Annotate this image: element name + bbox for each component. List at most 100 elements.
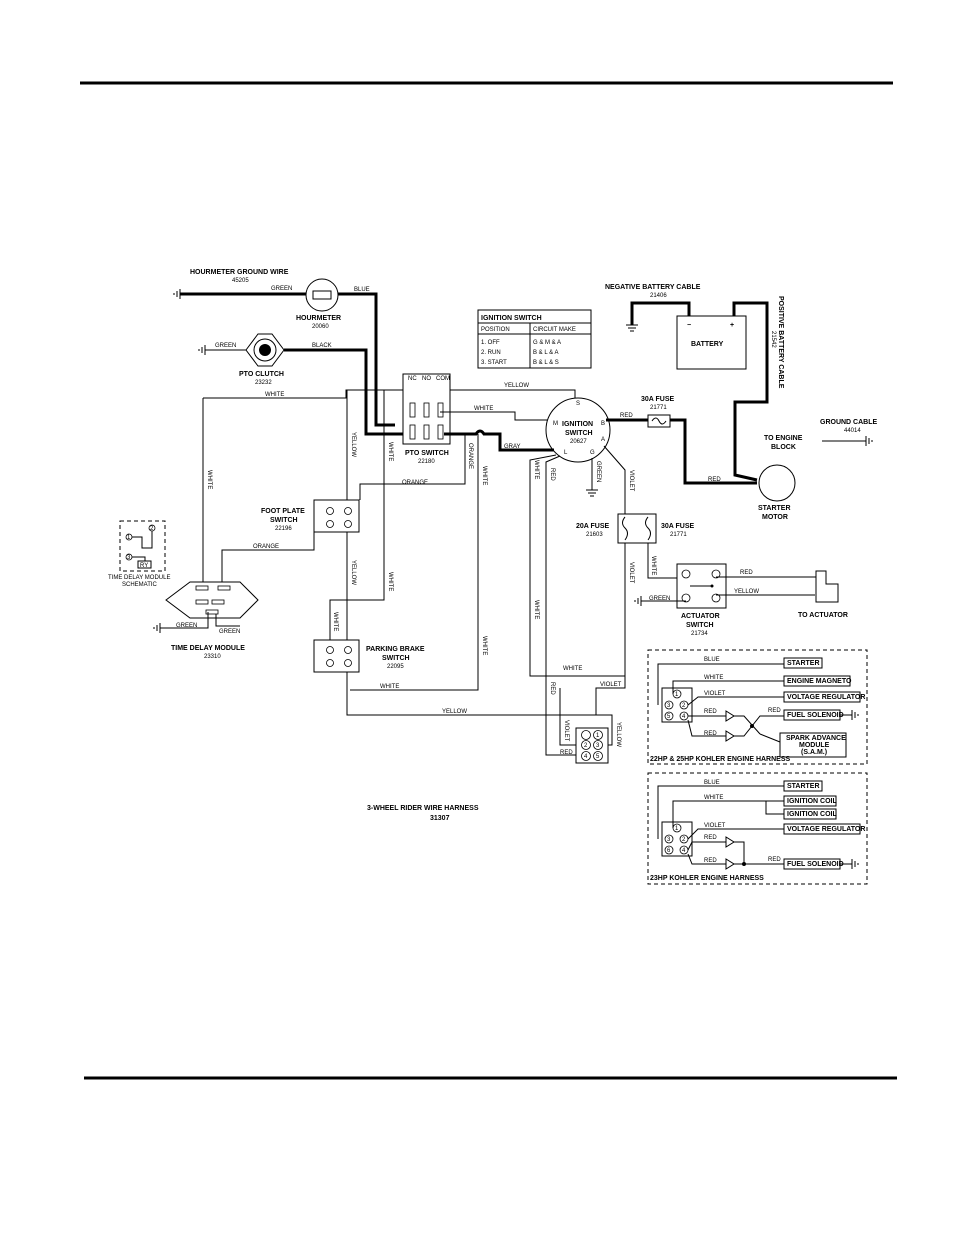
time-delay-schematic-box xyxy=(119,520,166,572)
k1-vreg: VOLTAGE REGULATOR xyxy=(787,694,865,701)
ign-terminal-m: M xyxy=(553,421,558,427)
to-actuator-label: TO ACTUATOR xyxy=(798,612,848,619)
k2-coil2: IGNITION COIL xyxy=(787,811,838,818)
wire-white-ign-l xyxy=(529,454,625,677)
k2-coil2-box xyxy=(783,808,837,820)
wire-label-green-td1: GREEN xyxy=(176,623,197,629)
pto-switch-part: 22180 xyxy=(418,459,435,465)
pto-clutch xyxy=(245,333,285,367)
k1-pin5: 5 xyxy=(667,714,671,720)
ignition-table-row2-pos: 2. RUN xyxy=(481,350,501,356)
wire-fuse-starter-red xyxy=(670,418,757,485)
kohler-22-25-box xyxy=(647,649,868,765)
ground-cable-icon xyxy=(865,436,873,446)
hourmeter-ground-label: HOURMETER GROUND WIRE xyxy=(190,269,289,276)
k1-magneto: ENGINE MAGNETO xyxy=(787,678,852,685)
ignition-table-header-position: POSITION xyxy=(481,327,510,333)
wire-label-white-ign-conn: WHITE xyxy=(563,666,582,672)
k1-starter: STARTER xyxy=(787,660,820,667)
foot-plate-label2: SWITCH xyxy=(270,517,298,524)
k2-vreg: VOLTAGE REGULATOR xyxy=(787,826,865,833)
ign-terminal-g: G xyxy=(590,450,595,456)
fuse-30a-mid-label: 30A FUSE xyxy=(661,523,695,530)
wire-label-red-ign: RED xyxy=(620,413,633,419)
k1-wire-sam xyxy=(759,733,781,743)
wire-label-white-fuse: WHITE xyxy=(650,556,656,575)
k1-sam-box xyxy=(779,732,847,758)
k1-label-white: WHITE xyxy=(704,675,723,681)
ign-terminal-s: S xyxy=(576,401,580,407)
wire-label-yellow-conn: YELLOW xyxy=(615,722,621,747)
wire-label-red-starter: RED xyxy=(708,477,721,483)
td-pin-1: 1 xyxy=(127,535,131,541)
k2-wire-blue xyxy=(657,785,784,839)
wire-label-blue: BLUE xyxy=(354,287,370,293)
hourmeter-ground-icon xyxy=(173,289,181,299)
td-pin-2: 2 xyxy=(150,526,154,532)
starter-motor-label2: MOTOR xyxy=(762,514,788,521)
k2-fuel: FUEL SOLENOID xyxy=(787,861,844,868)
main-conn-pin1: 1 xyxy=(596,733,600,739)
fuse-30a-top-element xyxy=(651,417,667,425)
k1-wire-red xyxy=(687,715,784,737)
wire-gray-pto-ign xyxy=(444,429,554,452)
ignition-table xyxy=(477,309,592,369)
k1-label-violet: VIOLET xyxy=(704,691,726,697)
wire-label-yellow-ign: YELLOW xyxy=(504,383,529,389)
k2-junction xyxy=(742,862,746,866)
k2-label-blue: BLUE xyxy=(704,780,720,786)
ignition-table-title: IGNITION SWITCH xyxy=(481,315,542,322)
parking-brake-part: 22095 xyxy=(387,664,404,670)
k2-coil1-box xyxy=(783,795,837,807)
ign-terminal-l: L xyxy=(564,450,568,456)
wire-white-right xyxy=(350,434,479,691)
actuator-switch-label2: SWITCH xyxy=(686,622,714,629)
ground-cable-part: 44014 xyxy=(844,428,861,434)
td-schematic-label2: SCHEMATIC xyxy=(122,582,158,588)
k2-wire-violet xyxy=(687,828,784,840)
k2-fuel-ground-icon xyxy=(840,859,859,869)
wire-label-violet-fuse: VIOLET xyxy=(628,562,634,584)
wire-label-orange-foot: ORANGE xyxy=(402,480,428,486)
k2-label-red3: RED xyxy=(768,857,781,863)
k1-wire-white xyxy=(672,680,784,694)
wire-label-gray: GRAY xyxy=(504,444,521,450)
battery-minus: − xyxy=(687,322,691,329)
wire-orange-foot-td xyxy=(221,524,315,582)
wire-negative-battery xyxy=(630,301,691,325)
k1-label-red3: RED xyxy=(768,708,781,714)
fuse-30a-mid-part: 21771 xyxy=(670,532,687,538)
pto-pin-nc: NC xyxy=(408,376,417,382)
k2-label-violet: VIOLET xyxy=(704,823,726,829)
k1-vreg-box xyxy=(783,691,861,703)
hourmeter-ground-part: 45205 xyxy=(232,278,249,284)
wire-fuse-violet-down xyxy=(595,543,626,715)
ignition-table-row3-make: B & L & S xyxy=(533,360,559,366)
ignition-switch xyxy=(545,397,611,463)
ignition-table-row1-make: G & M & A xyxy=(533,340,561,346)
ign-terminal-a: A xyxy=(601,437,605,443)
main-connector xyxy=(575,727,609,764)
hourmeter-part: 20060 xyxy=(312,324,329,330)
ignition-table-row1-pos: 1. OFF xyxy=(481,340,500,346)
wire-label-white-ign-l: WHITE xyxy=(533,460,539,479)
wire-label-violet-conn2: VIOLET xyxy=(563,720,569,742)
k1-wire-blue xyxy=(657,663,784,705)
to-engine-block-label1: TO ENGINE xyxy=(764,435,803,442)
pto-switch-label: PTO SWITCH xyxy=(405,450,449,457)
fuse-30a-top-part: 21771 xyxy=(650,405,667,411)
k1-junction xyxy=(750,724,754,728)
wire-white-pto-foot xyxy=(329,390,385,640)
wire-label-orange-pto: ORANGE xyxy=(467,443,473,469)
ignition-table-header-circuit: CIRCUIT MAKE xyxy=(533,327,576,333)
starter-motor-label1: STARTER xyxy=(758,505,791,512)
ignition-switch-label1: IGNITION xyxy=(562,421,593,428)
foot-plate-label1: FOOT PLATE xyxy=(261,508,305,515)
wire-label-white-ign: WHITE xyxy=(474,406,493,412)
time-delay-part: 23310 xyxy=(204,654,221,660)
harness-part: 31307 xyxy=(430,815,450,822)
k2-wire-white xyxy=(672,800,784,828)
k1-sam1: SPARK ADVANCE xyxy=(786,735,846,742)
wire-white-top xyxy=(203,389,403,399)
